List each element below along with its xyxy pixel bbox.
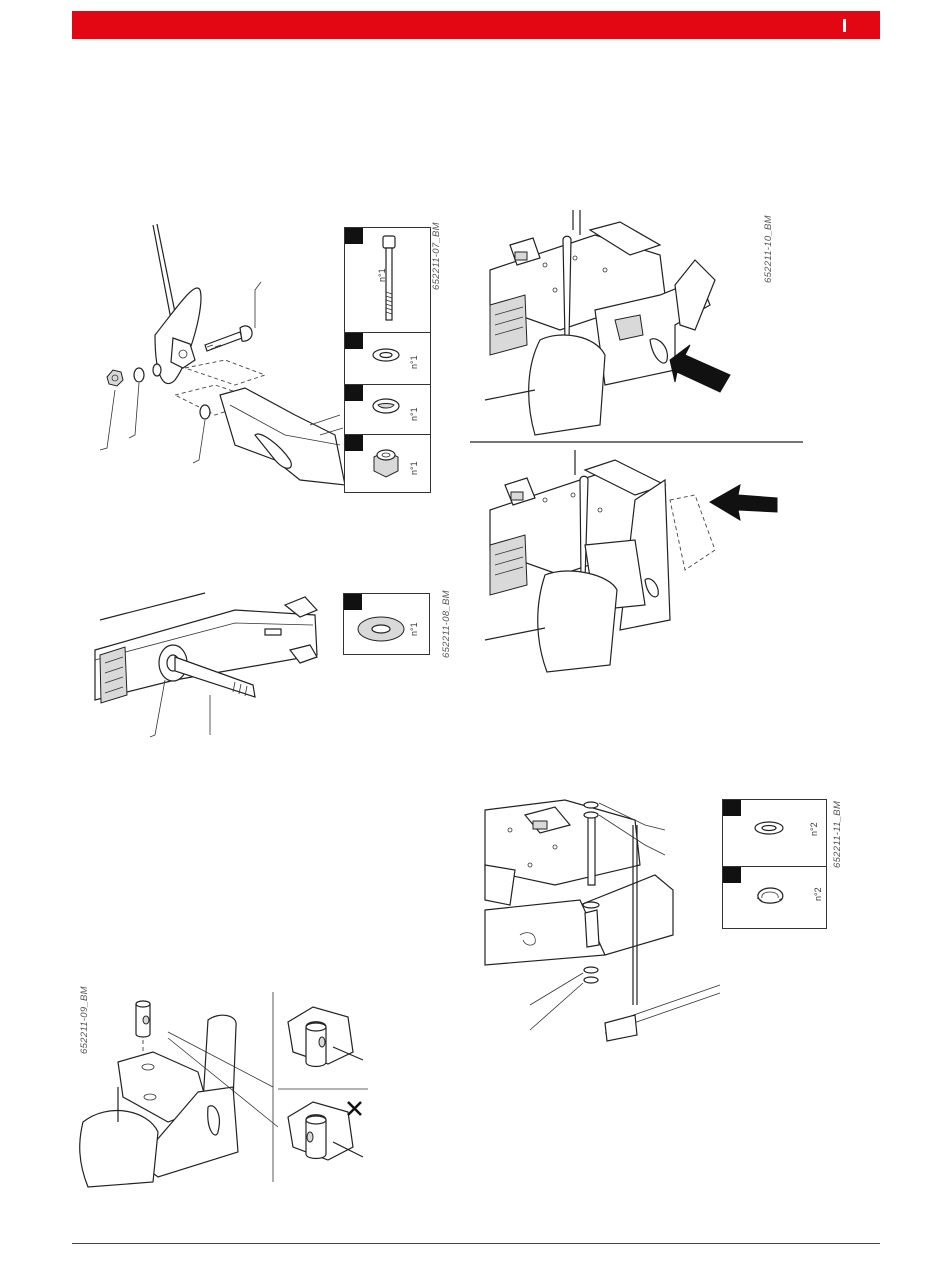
part-qty: n°1 bbox=[377, 268, 387, 282]
part-badge bbox=[723, 867, 741, 883]
figure-1-illustration bbox=[95, 220, 345, 500]
header-bar bbox=[72, 11, 880, 39]
large-washer-icon bbox=[356, 614, 406, 644]
part-qty: n°1 bbox=[409, 461, 419, 475]
push-arrow-icon bbox=[670, 345, 730, 392]
part-qty: n°1 bbox=[409, 407, 419, 421]
washer-icon bbox=[371, 345, 401, 365]
figure-code: 652211-10_BM bbox=[763, 215, 774, 283]
figure-code: 652211-11_BM bbox=[832, 801, 843, 868]
part-qty: n°1 bbox=[409, 622, 419, 636]
part-badge bbox=[345, 228, 363, 244]
push-arrow-icon bbox=[710, 485, 777, 520]
washer-icon bbox=[753, 818, 785, 838]
figure-3-illustration bbox=[78, 992, 368, 1187]
part-circlip: n°2 bbox=[723, 866, 826, 929]
header-marker bbox=[843, 19, 846, 32]
part-large-washer: n°1 bbox=[344, 594, 429, 654]
part-lock-nut: n°1 bbox=[345, 434, 430, 493]
part-qty: n°2 bbox=[813, 887, 823, 901]
part-bolt: n°1 bbox=[345, 228, 430, 332]
figure-4-illustration bbox=[485, 210, 805, 680]
part-washer: n°2 bbox=[723, 800, 826, 866]
spring-washer-icon bbox=[371, 395, 401, 417]
circlip-icon bbox=[753, 885, 787, 907]
parts-panel-fig5: n°2 n°2 bbox=[722, 799, 827, 929]
parts-panel-fig2: n°1 bbox=[343, 593, 430, 655]
part-badge bbox=[345, 435, 363, 451]
footer-rule bbox=[72, 1243, 880, 1244]
figure-code: 652211-08_BM bbox=[441, 590, 452, 658]
figure-5-illustration bbox=[485, 795, 720, 1055]
part-washer: n°1 bbox=[345, 332, 430, 385]
part-spring-washer: n°1 bbox=[345, 384, 430, 435]
incorrect-cross-icon bbox=[348, 1102, 361, 1115]
part-qty: n°2 bbox=[809, 822, 819, 836]
part-badge bbox=[345, 385, 363, 401]
figure-2-illustration bbox=[95, 585, 325, 735]
part-badge bbox=[344, 594, 362, 610]
part-badge bbox=[345, 333, 363, 349]
figure-code: 652211-07_BM bbox=[431, 222, 442, 290]
part-qty: n°1 bbox=[409, 355, 419, 369]
part-badge bbox=[723, 800, 741, 816]
lock-nut-icon bbox=[371, 443, 401, 479]
parts-panel-fig1: n°1 n°1 n°1 n°1 bbox=[344, 227, 431, 493]
